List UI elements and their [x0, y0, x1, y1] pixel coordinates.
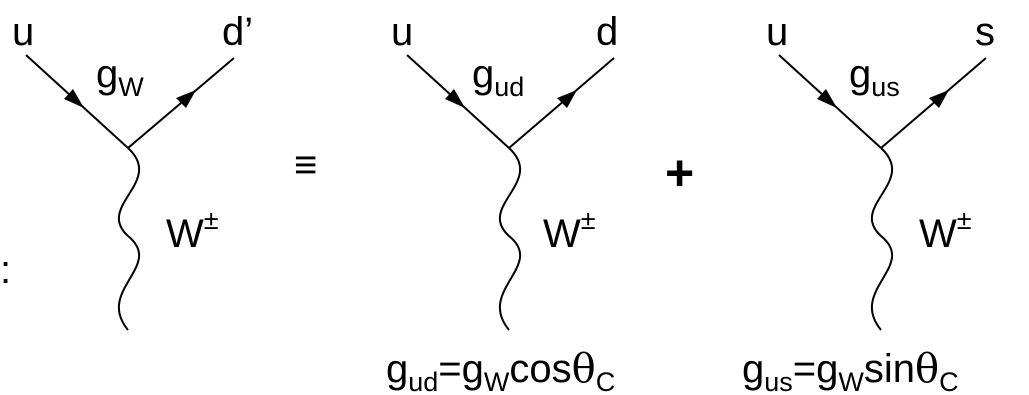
- outgoing-quark-label: s: [975, 10, 995, 54]
- colon-symbol: :: [0, 248, 11, 292]
- outgoing-arrow-icon: [929, 90, 949, 108]
- outgoing-arrow-icon: [557, 90, 577, 108]
- boson-label: W±: [166, 205, 219, 256]
- relation-us: gus=gWsinθC: [742, 346, 959, 395]
- w-boson-wavy-line: [498, 147, 522, 331]
- incoming-quark-label: u: [12, 10, 34, 54]
- outgoing-arrow-icon: [176, 90, 196, 108]
- coupling-label: gW: [96, 52, 144, 102]
- incoming-arrow-icon: [64, 89, 84, 108]
- incoming-quark-label: u: [766, 10, 788, 54]
- coupling-label: gud: [472, 52, 524, 102]
- outgoing-quark-line: [508, 57, 615, 149]
- w-boson-wavy-line: [117, 147, 141, 331]
- outgoing-quark-line: [880, 57, 987, 149]
- incoming-arrow-icon: [445, 89, 465, 108]
- vertex-general: u d’ gW W±: [12, 10, 253, 331]
- outgoing-quark-label: d: [596, 10, 618, 54]
- relation-ud: gud=gWcosθC: [386, 346, 615, 395]
- outgoing-quark-label: d’: [222, 10, 253, 54]
- vertex-us: u s gus W±: [766, 10, 995, 331]
- boson-label: W±: [543, 205, 596, 256]
- incoming-arrow-icon: [817, 89, 837, 108]
- plus-symbol: +: [665, 145, 694, 201]
- boson-label: W±: [919, 205, 972, 256]
- equivalence-symbol: ≡: [294, 143, 317, 187]
- w-boson-wavy-line: [870, 147, 894, 331]
- coupling-label: gus: [849, 52, 900, 102]
- incoming-quark-label: u: [391, 10, 413, 54]
- vertex-ud: u d gud W±: [391, 10, 618, 331]
